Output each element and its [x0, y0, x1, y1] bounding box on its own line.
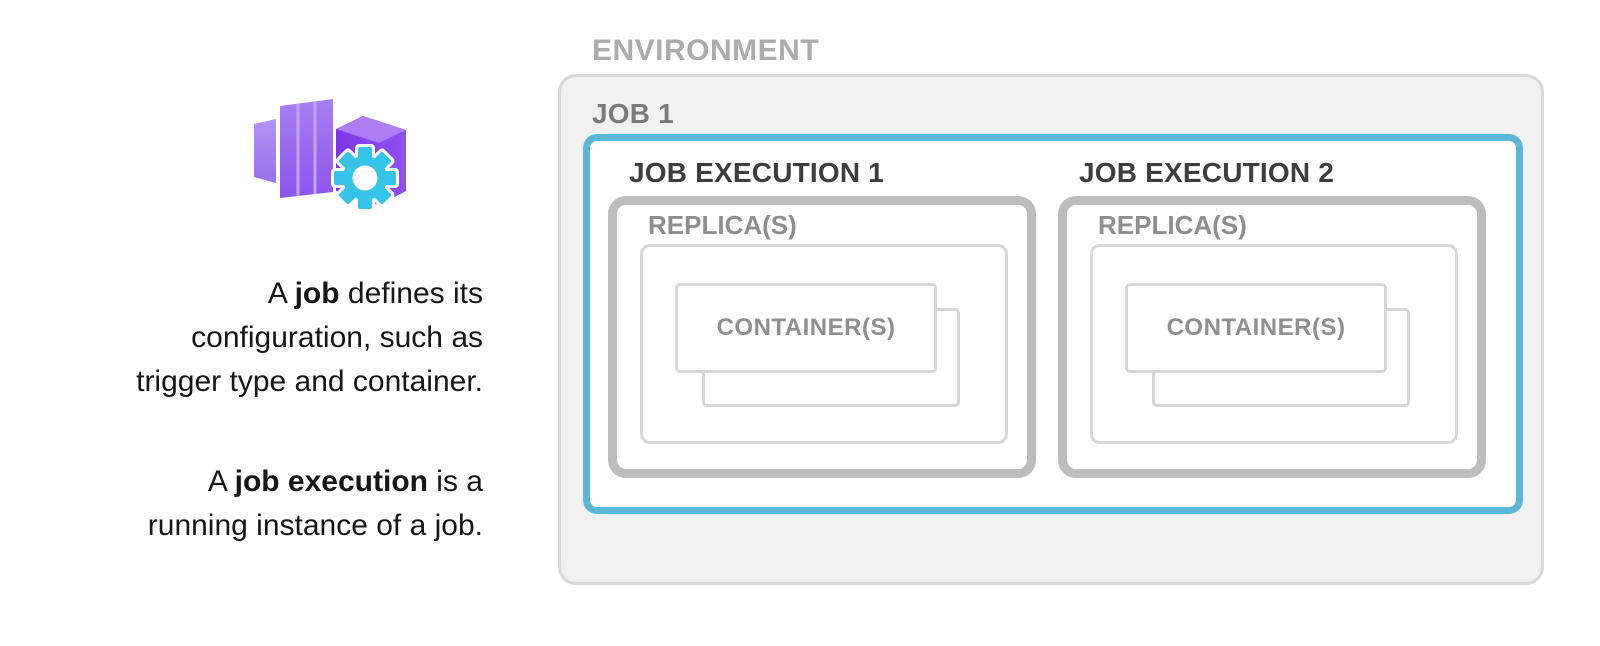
caption-paragraph-job: A job defines its configuration, such as…: [136, 277, 483, 398]
containers-label-1: CONTAINER(S): [716, 314, 896, 341]
job-execution-2-label: JOB EXECUTION 2: [1079, 157, 1335, 188]
container-apps-job-icon: [254, 99, 406, 212]
container-box-front-1: CONTAINER(S): [675, 283, 937, 373]
caption-text: A job defines its configuration, such as…: [40, 272, 483, 548]
environment-label: ENVIRONMENT: [592, 34, 820, 67]
replicas-label-1: REPLICA(S): [648, 210, 797, 240]
caption-paragraph-job-execution: A job execution is a running instance of…: [147, 465, 483, 542]
container-box-front-2: CONTAINER(S): [1125, 283, 1387, 373]
containers-label-2: CONTAINER(S): [1166, 314, 1346, 341]
gear-icon: [331, 144, 399, 212]
replicas-label-2: REPLICA(S): [1098, 210, 1247, 240]
job-execution-1-label: JOB EXECUTION 1: [629, 157, 885, 188]
job-label: JOB 1: [592, 98, 674, 129]
